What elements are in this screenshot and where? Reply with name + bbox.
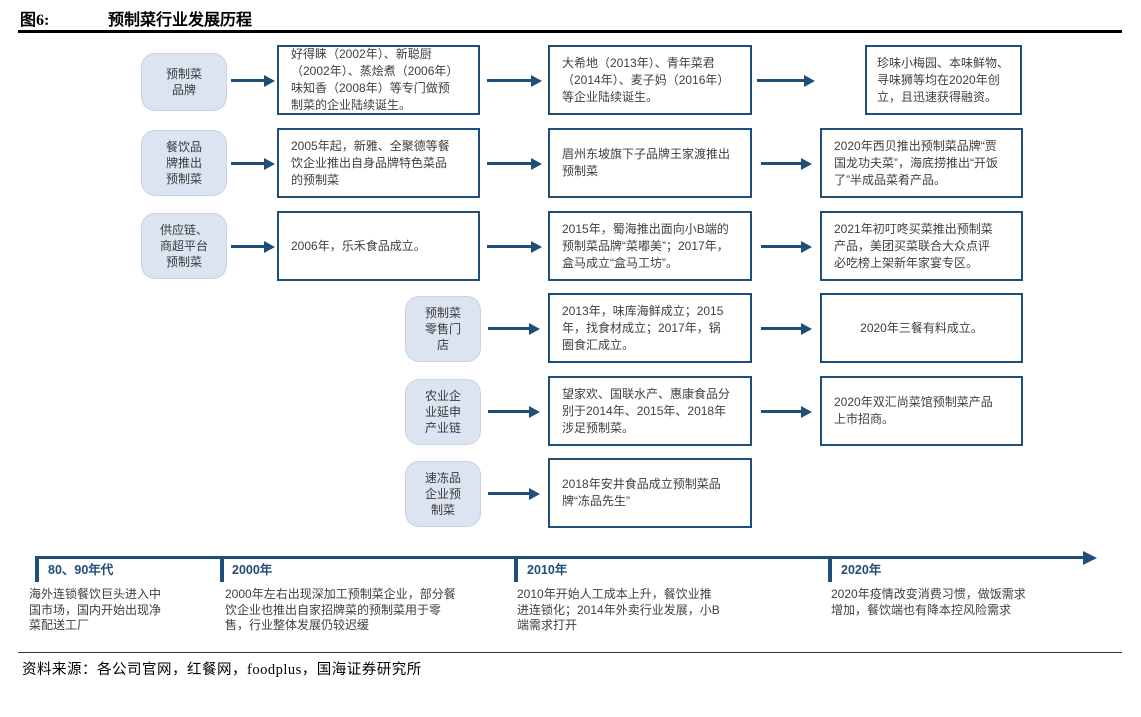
era-label-3: 2010年 bbox=[527, 563, 568, 577]
flow-box-r4c2: 2020年三餐有料成立。 bbox=[820, 293, 1023, 363]
timeline-tick-3 bbox=[514, 556, 518, 582]
flow-box-r3c1: 2006年，乐禾食品成立。 bbox=[277, 211, 480, 281]
flow-box-r6c1: 2018年安井食品成立预制菜品牌“冻品先生” bbox=[548, 458, 752, 528]
flow-arrow bbox=[231, 157, 275, 170]
era-label-4: 2020年 bbox=[841, 563, 882, 577]
era-desc-4: 2020年疫情改变消费习惯，做饭需求增加，餐饮端也有降本控风险需求 bbox=[831, 587, 1026, 617]
figure-header: 图6: 预制菜行业发展历程 bbox=[20, 6, 1120, 30]
category-pill-4: 预制菜 零售门 店 bbox=[405, 296, 481, 362]
flow-arrow bbox=[761, 405, 812, 418]
flow-box-r1c2: 大希地（2013年）、青年菜君（2014年）、麦子妈（2016年）等企业陆续诞生… bbox=[548, 45, 752, 115]
timeline-axis bbox=[35, 556, 1083, 559]
flow-box-r2c1: 2005年起，新雅、全聚德等餐饮企业推出自身品牌特色菜品的预制菜 bbox=[277, 128, 480, 198]
category-pill-5: 农业企 业延申 产业链 bbox=[405, 379, 481, 445]
flow-box-r5c1: 望家欢、国联水产、惠康食品分别于2014年、2015年、2018年涉足预制菜。 bbox=[548, 376, 752, 446]
era-desc-2: 2000年左右出现深加工预制菜企业，部分餐饮企业也推出自家招牌菜的预制菜用于零售… bbox=[225, 587, 456, 632]
flow-arrow bbox=[487, 157, 542, 170]
figure-label: 图6: bbox=[20, 12, 50, 29]
flow-arrow bbox=[488, 487, 540, 500]
flow-arrow bbox=[487, 74, 542, 87]
flow-arrow bbox=[231, 74, 275, 87]
timeline-arrowhead-icon bbox=[1083, 550, 1097, 565]
timeline-tick-4 bbox=[828, 556, 832, 582]
flow-box-r1c3: 珍味小梅园、本味鲜物、寻味狮等均在2020年创立，且迅速获得融资。 bbox=[865, 45, 1022, 115]
flow-arrow bbox=[488, 405, 540, 418]
flow-arrow bbox=[231, 240, 275, 253]
era-desc-3: 2010年开始人工成本上升，餐饮业推进连锁化；2014年外卖行业发展，小B端需求… bbox=[517, 587, 720, 632]
timeline-tick-2 bbox=[220, 556, 224, 582]
category-pill-3: 供应链、 商超平台 预制菜 bbox=[141, 213, 227, 279]
flow-box-r2c2: 眉州东坡旗下子品牌王家渡推出预制菜 bbox=[548, 128, 752, 198]
category-pill-6: 速冻品 企业预 制菜 bbox=[405, 461, 481, 527]
era-label-1: 80、90年代 bbox=[48, 563, 114, 577]
source-note: 资料来源：各公司官网，红餐网，foodplus，国海证券研究所 bbox=[22, 662, 422, 678]
flow-box-r1c1: 好得睐（2002年）、新聪厨（2002年）、蒸烩煮（2006年）味知香（2008… bbox=[277, 45, 480, 115]
flow-arrow bbox=[761, 157, 812, 170]
flow-box-r2c3: 2020年西贝推出预制菜品牌“贾国龙功夫菜”，海底捞推出“开饭了”半成品菜肴产品… bbox=[820, 128, 1023, 198]
flow-box-r3c2: 2015年，蜀海推出面向小B端的预制菜品牌“菜嘟美”；2017年，盒马成立“盒马… bbox=[548, 211, 752, 281]
flow-box-r5c2: 2020年双汇尚菜馆预制菜产品上市招商。 bbox=[820, 376, 1023, 446]
flow-arrow bbox=[761, 240, 812, 253]
category-pill-2: 餐饮品 牌推出 预制菜 bbox=[141, 130, 227, 196]
era-desc-1: 海外连锁餐饮巨头进入中国市场，国内开始出现净菜配送工厂 bbox=[29, 587, 162, 632]
flow-arrow bbox=[757, 74, 815, 87]
flow-arrow bbox=[487, 240, 542, 253]
title-rule bbox=[18, 30, 1122, 33]
era-label-2: 2000年 bbox=[232, 563, 273, 577]
source-rule bbox=[18, 652, 1122, 653]
flow-box-r4c1: 2013年，味库海鲜成立；2015年，找食材成立；2017年，锅圈食汇成立。 bbox=[548, 293, 752, 363]
flow-box-r3c3: 2021年初叮咚买菜推出预制菜产品，美团买菜联合大众点评必吃榜上架新年家宴专区。 bbox=[820, 211, 1023, 281]
category-pill-1: 预制菜 品牌 bbox=[141, 53, 227, 111]
figure-title: 预制菜行业发展历程 bbox=[108, 12, 253, 29]
flow-arrow bbox=[488, 322, 540, 335]
flow-arrow bbox=[761, 322, 812, 335]
timeline-tick-1 bbox=[35, 556, 39, 582]
